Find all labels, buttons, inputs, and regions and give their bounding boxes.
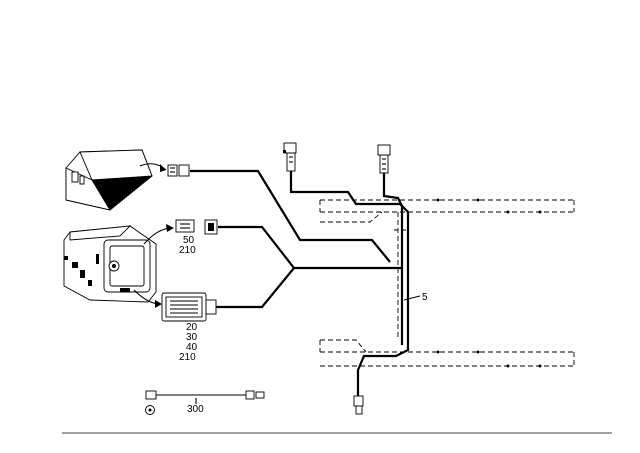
- connector-20: [161, 292, 217, 322]
- leader-5: [403, 295, 421, 301]
- connector-top: [167, 164, 190, 177]
- wire-plug-upper-left: [289, 171, 410, 400]
- label-40: 40: [186, 342, 198, 353]
- label-20: 20: [186, 322, 198, 333]
- ground-cable-300: [145, 390, 265, 415]
- wire-plug-upper-right: [382, 173, 404, 268]
- wire-connector50: [218, 225, 402, 270]
- label-50: 50: [183, 235, 195, 246]
- label-210-b: 210: [179, 352, 196, 363]
- label-5: 5: [422, 292, 428, 303]
- radio-unit: [63, 225, 157, 303]
- label-300: 300: [187, 404, 204, 415]
- plug-upper-right: [377, 144, 391, 174]
- wire-connector20: [216, 267, 295, 309]
- dashed-harness-upper: [319, 199, 575, 300]
- label-30: 30: [186, 332, 198, 343]
- arrow-head-2: [166, 224, 174, 232]
- plug-bottom: [353, 395, 364, 415]
- dashed-harness-lower: [319, 300, 575, 367]
- wire-top: [190, 169, 391, 263]
- arrow-head-1: [160, 164, 166, 172]
- dashed-run-markers: [436, 198, 542, 368]
- label-210-a: 210: [179, 245, 196, 256]
- control-unit-box: [65, 149, 153, 211]
- plug-upper-left: [283, 142, 297, 172]
- connector-50: [175, 219, 218, 235]
- arrow-head-3: [155, 300, 162, 308]
